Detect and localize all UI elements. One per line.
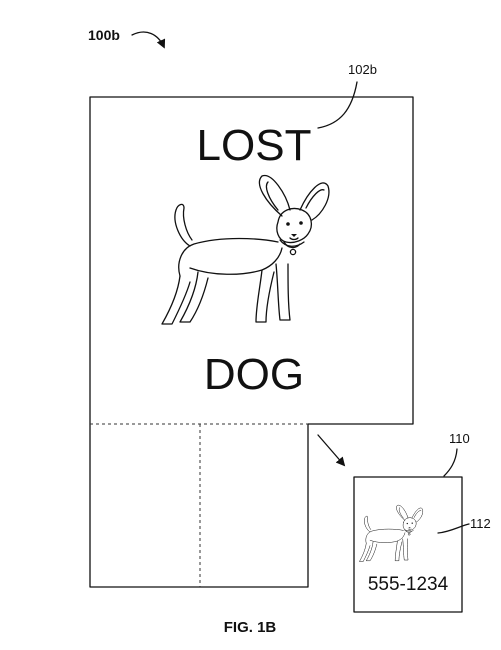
tag-image-reference-label: 112 — [470, 516, 491, 531]
chihuahua-dog-icon — [161, 174, 330, 325]
tag-outline — [353, 476, 463, 613]
tag-phone-number: 555-1234 — [368, 574, 449, 595]
tag-reference-label: 110 — [449, 431, 470, 446]
poster-reference-leader — [317, 81, 358, 129]
assembly-reference-label: 100b — [88, 27, 120, 43]
tag-reference-leader — [443, 448, 458, 477]
assembly-reference-arrow — [131, 31, 166, 49]
poster-reference-label: 102b — [348, 62, 377, 77]
tag-image-reference-leader — [437, 523, 470, 534]
tag-chihuahua-dog-icon — [359, 504, 424, 562]
poster-headline-dog: DOG — [204, 350, 304, 399]
figure-caption: FIG. 1B — [224, 619, 277, 636]
detach-arrow — [317, 434, 346, 467]
poster-outline — [89, 96, 414, 588]
poster-headline-lost: LOST — [197, 121, 312, 170]
